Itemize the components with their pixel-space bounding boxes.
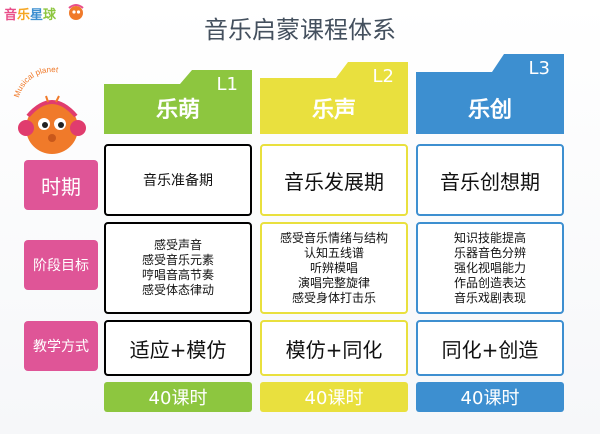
brand-char: 星 [30,8,44,23]
row-label-method: 教学方式 [24,321,98,371]
level-name: 乐创 [467,98,512,123]
brand-char: 球 [43,8,57,23]
period-cell-l1: 音乐准备期 [104,144,252,216]
goals-cell-l2: 感受音乐情绪与结构 认知五线谱 听辨模唱 演唱完整旋律 感受身体打击乐 [260,222,408,314]
mascot-caption: Musical planet [12,66,59,99]
level-tab-l3: L3 乐创 [416,54,564,134]
period-cell-l2: 音乐发展期 [260,144,408,216]
mascot-illustration: Musical planet [12,66,86,154]
level-code: L3 [528,58,550,79]
brand-char: 乐 [17,8,31,23]
level-tab-l2: L2 乐声 [260,62,408,134]
tab-shape [416,54,564,134]
row-label-goals: 阶段目标 [24,240,98,290]
hours-bar-l2: 40课时 [260,382,408,412]
level-code: L1 [216,74,238,95]
goal-item: 演唱完整旋律 [297,275,370,290]
period-cell-l3: 音乐创想期 [416,144,564,216]
tab-shape [104,70,252,134]
hours-bar-l3: 40课时 [416,382,564,412]
goal-item: 感受音乐元素 [141,253,214,267]
hours-bar-l1: 40课时 [104,382,252,412]
goal-item: 强化视唱能力 [453,260,526,275]
brand-char: 音 [4,8,18,23]
level-name: 乐萌 [155,98,200,123]
level-code: L2 [372,66,394,87]
goal-item: 感受声音 [153,238,202,252]
brand-logo: 音 乐 星 球 [4,4,56,23]
goals-cell-l1: 感受声音 感受音乐元素 哼唱音高节奏 感受体态律动 [104,222,252,314]
goal-item: 感受身体打击乐 [291,290,376,305]
tab-shape [260,62,408,134]
goals-cell-l3: 知识技能提高 乐器音色分辨 强化视唱能力 作品创造表达 音乐戏剧表现 [416,222,564,314]
goal-item: 音乐戏剧表现 [453,290,526,305]
goal-item: 作品创造表达 [453,275,526,290]
row-label-period: 时期 [24,160,98,210]
goal-item: 哼唱音高节奏 [141,268,214,282]
goal-item: 感受音乐情绪与结构 [279,230,388,245]
goal-item: 认知五线谱 [303,245,364,260]
goal-item: 感受体态律动 [141,283,214,297]
level-name: 乐声 [311,98,356,123]
method-cell-l3: 同化+创造 [416,320,564,376]
goal-item: 知识技能提高 [453,230,526,245]
level-tab-l1: L1 乐萌 [104,70,252,134]
goal-item: 听辨模唱 [309,260,358,275]
method-cell-l2: 模仿+同化 [260,320,408,376]
goal-item: 乐器音色分辨 [453,245,526,260]
page-title: 音乐启蒙课程体系 [204,16,396,44]
method-cell-l1: 适应+模仿 [104,320,252,376]
svg-text:Musical planet: Musical planet [12,66,59,99]
mascot-mini-icon [68,4,84,20]
